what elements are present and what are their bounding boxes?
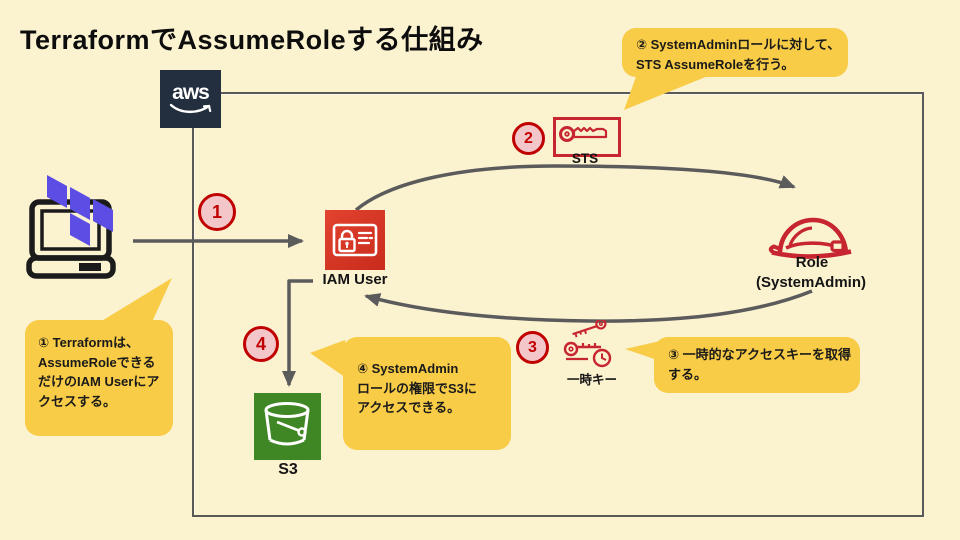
s3-label: S3: [278, 461, 298, 478]
role-hardhat-icon: [768, 217, 852, 259]
aws-smile-icon: [169, 103, 211, 113]
temporary-key-icon: [563, 320, 612, 368]
step-2-badge: 2: [512, 122, 545, 155]
step-1-badge: 1: [198, 193, 236, 231]
page-title: TerraformでAssumeRoleする仕組み: [20, 25, 484, 55]
callout-step2: ② SystemAdminロールに対して、 STS AssumeRoleを行う。: [622, 28, 848, 77]
temporary-key-label: 一時キー: [566, 373, 618, 387]
step-4-number: 4: [255, 333, 266, 354]
step-3-number: 3: [528, 338, 537, 356]
s3-icon: [254, 393, 321, 460]
step-3-badge: 3: [516, 331, 549, 364]
aws-logo-text: aws: [172, 80, 210, 104]
role-sublabel: (SystemAdmin): [755, 274, 867, 291]
terraform-laptop-icon: [26, 175, 116, 279]
step-4-badge: 4: [243, 326, 279, 362]
callout-step1: ① Terraformは、 AssumeRoleできる だけのIAM Userに…: [25, 320, 173, 436]
step-2-number: 2: [524, 129, 533, 147]
callout-step4: ④ SystemAdmin ロールの権限でS3に アクセスできる。: [343, 337, 511, 450]
sts-icon: [553, 117, 621, 157]
s3-bucket-icon: [264, 402, 310, 446]
sts-label: STS: [571, 151, 599, 166]
iam-user-icon: [325, 210, 385, 270]
iam-user-label: IAM User: [322, 271, 388, 288]
sts-key-icon: [559, 126, 608, 142]
iam-user-card-icon: [332, 223, 378, 257]
aws-cloud-boundary: [192, 92, 924, 517]
terraform-logo-icon: [47, 175, 113, 246]
callout-step3: ③ 一時的なアクセスキーを取得 する。: [654, 337, 860, 393]
role-label: Role: [795, 254, 829, 271]
step-1-number: 1: [211, 201, 222, 222]
aws-logo: aws: [160, 70, 221, 128]
